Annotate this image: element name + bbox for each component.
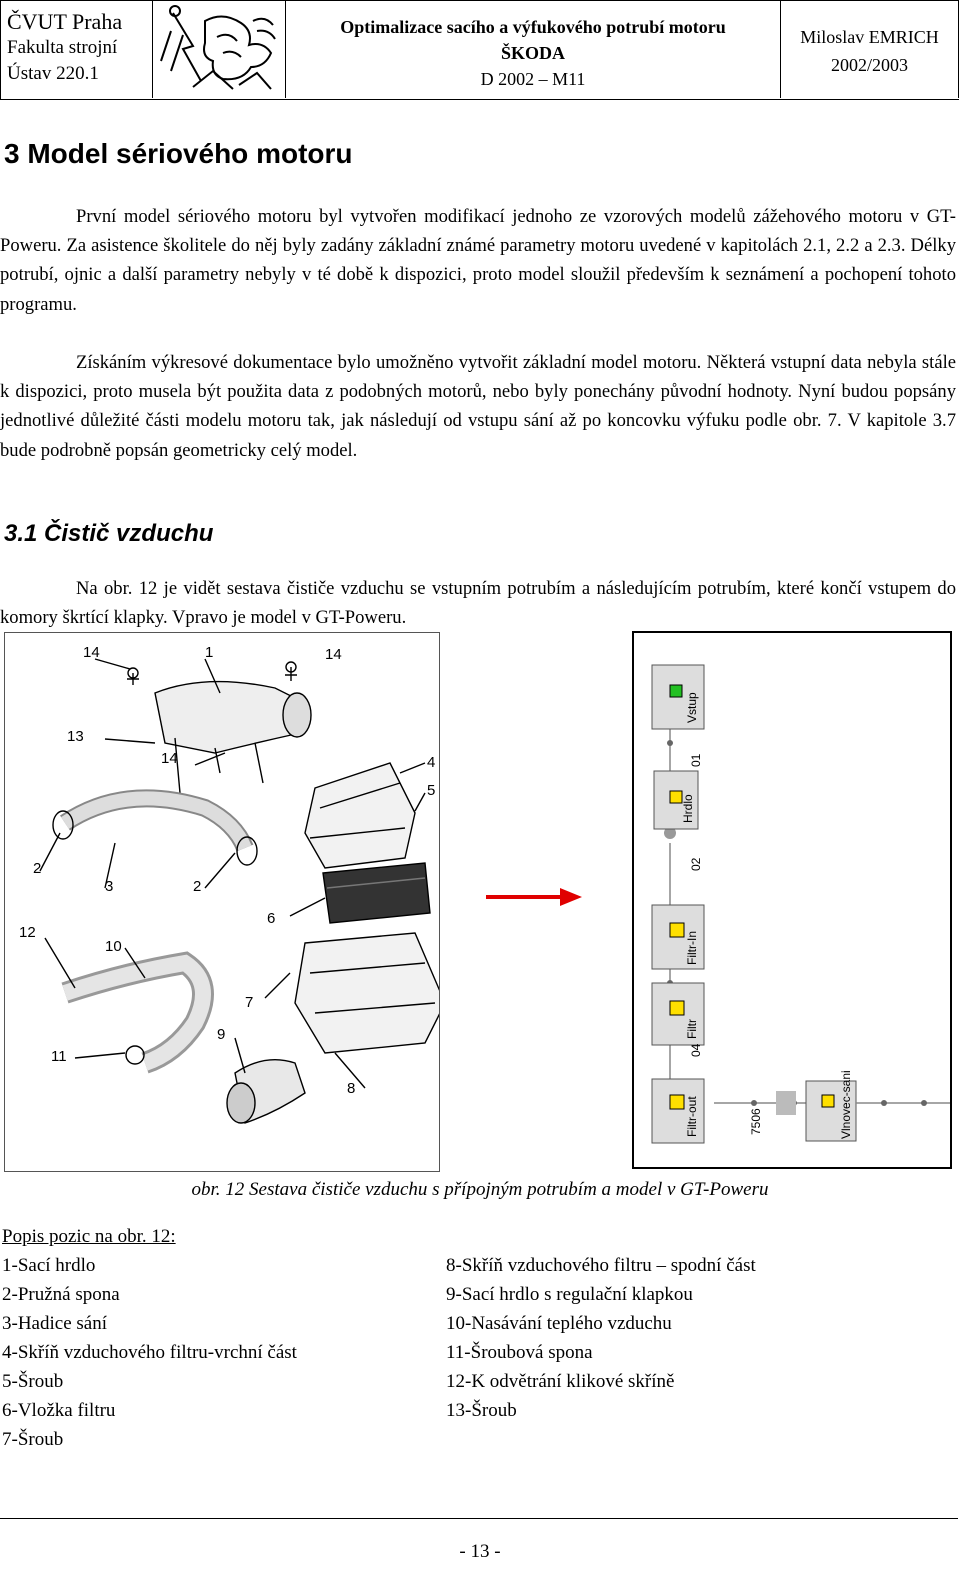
author-block: Miloslav EMRICH 2002/2003 xyxy=(781,1,959,98)
part-label: 7 xyxy=(245,994,253,1011)
part-label: 4 xyxy=(427,754,435,771)
legend-item: 8-Skříň vzduchového filtru – spodní část xyxy=(446,1255,756,1276)
legend-item: 12-K odvětrání klikové skříně xyxy=(446,1371,675,1392)
legend-item: 10-Nasávání teplého vzduchu xyxy=(446,1313,672,1334)
part-label: 6 xyxy=(267,910,275,927)
part-label: 10 xyxy=(105,938,122,955)
page-number: - 13 - xyxy=(459,1541,501,1562)
author-name: Miloslav EMRICH xyxy=(800,27,939,47)
legend-item: 11-Šroubová spona xyxy=(446,1342,593,1363)
gt-connector-label: 04 xyxy=(689,1043,703,1057)
part-label: 9 xyxy=(217,1026,225,1043)
subsection-paragraph: Na obr. 12 je vidět sestava čističe vzdu… xyxy=(0,578,956,629)
legend-title: Popis pozic na obr. 12: xyxy=(2,1226,176,1247)
legend-item: 5-Šroub xyxy=(2,1371,64,1392)
part-label: 8 xyxy=(347,1080,355,1097)
arrow-right-icon xyxy=(486,888,582,906)
part-label: 2 xyxy=(33,860,41,877)
figure-caption: obr. 12 Sestava čističe vzduchu s přípoj… xyxy=(191,1179,769,1200)
legend-item: 6-Vložka filtru xyxy=(2,1400,116,1421)
university-logo xyxy=(153,1,286,98)
air-cleaner-exploded-drawing: 14 1 14 13 14 4 5 2 3 2 6 12 10 7 9 11 8 xyxy=(4,632,446,1172)
section-heading: 3 Model sériového motoru xyxy=(4,138,353,169)
faculty-name: Fakulta strojní xyxy=(7,37,118,58)
legend-item: 1-Sací hrdlo xyxy=(2,1255,96,1276)
gt-connector-label: 7506 xyxy=(749,1108,763,1135)
legend-item: 2-Pružná spona xyxy=(2,1284,120,1305)
section-paragraph-1: První model sériového motoru byl vytvoře… xyxy=(0,206,956,315)
part-label: 2 xyxy=(193,878,201,895)
subsection-heading: 3.1 Čistič vzduchu xyxy=(4,520,214,547)
gt-block-label: Hrdlo xyxy=(681,794,695,823)
page-header: ČVUT Praha Fakulta strojní Ústav 220.1 O… xyxy=(0,0,959,100)
institution-block: ČVUT Praha Fakulta strojní Ústav 220.1 xyxy=(1,1,153,98)
gt-connector-label: 01 xyxy=(689,753,703,767)
footer-divider xyxy=(0,1518,958,1519)
part-label: 14 xyxy=(83,644,100,661)
part-label: 13 xyxy=(67,728,84,745)
part-label: 14 xyxy=(325,646,342,663)
part-label: 1 xyxy=(205,644,213,661)
document-code: D 2002 – M11 xyxy=(480,69,586,89)
gt-block-label: Filtr-In xyxy=(685,931,699,965)
legend-item: 4-Skříň vzduchového filtru-vrchní část xyxy=(2,1342,297,1363)
gt-block-label: Filtr-out xyxy=(685,1096,699,1137)
academic-year: 2002/2003 xyxy=(830,55,908,75)
part-label: 12 xyxy=(19,924,36,941)
gt-block-label: Vstup xyxy=(685,692,699,723)
gt-connector-label: 02 xyxy=(689,857,703,871)
section-paragraph-2: Získáním výkresové dokumentace bylo umož… xyxy=(0,352,956,461)
university-name: ČVUT Praha xyxy=(7,9,123,34)
document-title-block: Optimalizace sacího a výfukového potrubí… xyxy=(286,1,781,98)
part-label: 11 xyxy=(51,1048,67,1065)
gt-block-label: Filtr xyxy=(685,1019,699,1039)
part-label: 5 xyxy=(427,782,435,799)
document-title: Optimalizace sacího a výfukového potrubí… xyxy=(340,17,726,37)
legend-item: 7-Šroub xyxy=(2,1429,64,1450)
part-label: 14 xyxy=(161,750,178,767)
legend-left-column: Popis pozic na obr. 12: 1-Sací hrdlo 2-P… xyxy=(2,1222,297,1454)
gt-block-label: Vlnovec-sani xyxy=(839,1070,853,1139)
gt-power-model-diagram: Vstup 01 Hrdlo 02 Filtr-In 03 Filtr 04 F… xyxy=(632,631,952,1169)
legend-item: 13-Šroub xyxy=(446,1400,517,1421)
department-name: Ústav 220.1 xyxy=(7,63,99,84)
legend-item: 9-Sací hrdlo s regulační klapkou xyxy=(446,1284,693,1305)
document-title-brand: ŠKODA xyxy=(500,43,565,63)
legend-right-column: 8-Skříň vzduchového filtru – spodní část… xyxy=(446,1251,756,1425)
part-label: 3 xyxy=(105,878,113,895)
legend-item: 3-Hadice sání xyxy=(2,1313,107,1334)
